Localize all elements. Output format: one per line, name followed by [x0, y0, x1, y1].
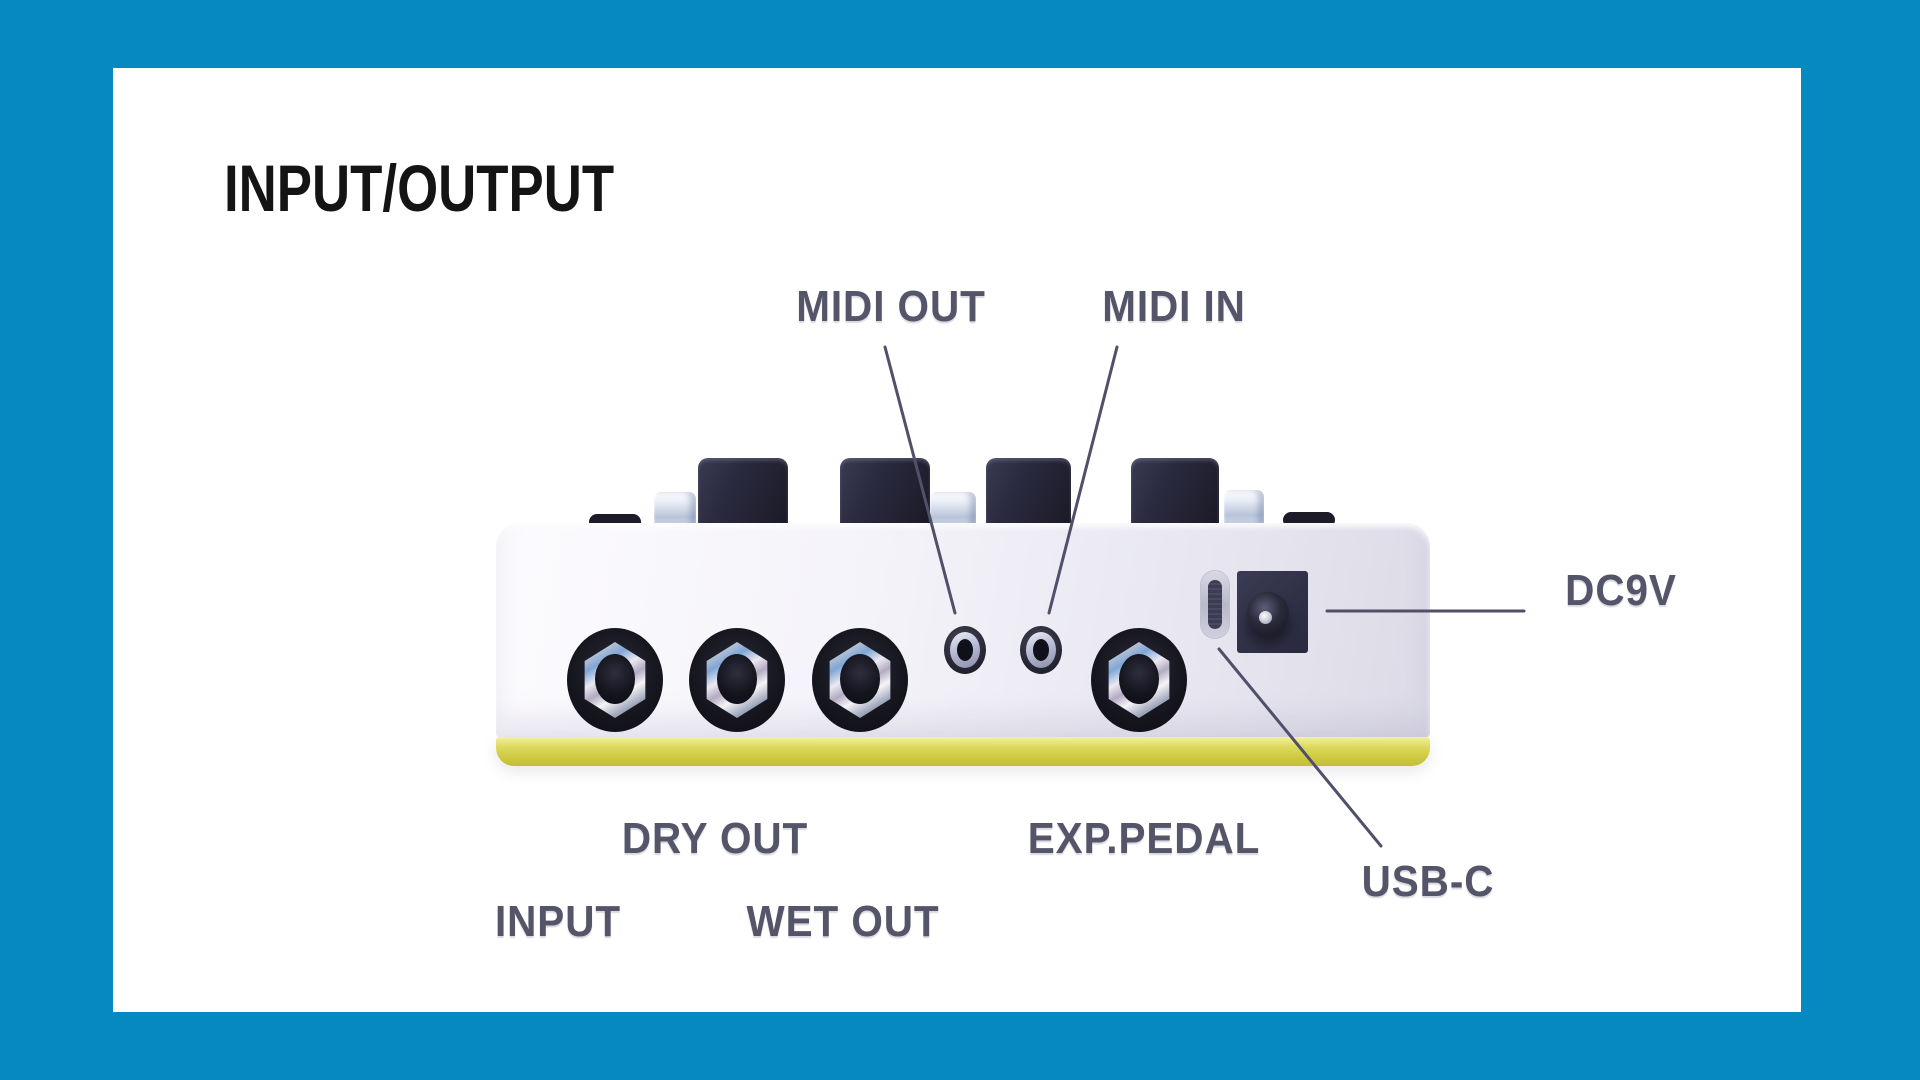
jack-hole — [717, 654, 757, 704]
chrome-button-right — [1224, 490, 1264, 526]
exp-pedal-jack — [1091, 628, 1187, 732]
pedal-base-yellow — [496, 737, 1430, 766]
mini-hole — [1033, 639, 1049, 661]
jack-hole — [1119, 654, 1159, 704]
chrome-button-left — [654, 492, 696, 528]
mini-hole — [957, 639, 973, 661]
dc9v-port — [1237, 571, 1308, 653]
wet-out-jack — [812, 628, 908, 732]
midi-out-label: MIDI OUT — [796, 282, 986, 331]
knob-2 — [840, 458, 930, 527]
midi-out-jack — [944, 626, 986, 674]
jack-hole — [595, 654, 635, 704]
midi-in-jack — [1020, 626, 1062, 674]
dc9v-pin — [1259, 611, 1272, 624]
dc9v-label: DC9V — [1565, 566, 1677, 615]
input-label: INPUT — [494, 897, 622, 946]
jack-hole — [840, 654, 880, 704]
usb-c-slot — [1208, 580, 1222, 629]
dry-out-jack — [689, 628, 785, 732]
wet-out-label: WET OUT — [746, 897, 940, 946]
dry-out-label: DRY OUT — [621, 814, 809, 863]
input-jack — [567, 628, 663, 732]
page-title: INPUT/OUTPUT — [224, 151, 615, 225]
usb-c-port — [1201, 571, 1229, 638]
knob-1 — [698, 458, 788, 527]
midi-in-label: MIDI IN — [1102, 282, 1246, 331]
knob-3 — [986, 458, 1071, 527]
usb-c-label: USB-C — [1361, 857, 1495, 906]
knob-4 — [1131, 458, 1219, 527]
exp-pedal-label: EXP.PEDAL — [1027, 814, 1261, 863]
